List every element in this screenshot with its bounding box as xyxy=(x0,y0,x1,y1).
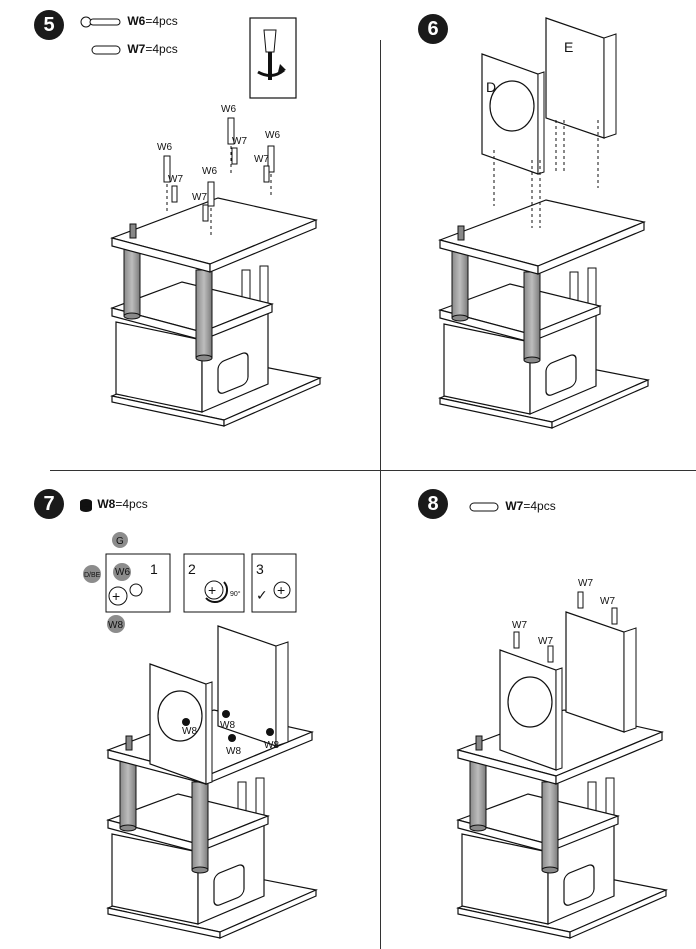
svg-text:90°: 90° xyxy=(230,590,241,598)
step-7-part-w8: W8=4pcs xyxy=(78,497,148,512)
svg-text:W8: W8 xyxy=(108,620,123,631)
svg-text:W8: W8 xyxy=(226,746,241,757)
svg-text:2: 2 xyxy=(188,561,196,577)
svg-text:+: + xyxy=(277,582,285,598)
step-5-part-w6: W6=4pcs xyxy=(80,14,178,28)
panel-d-label: D xyxy=(486,79,496,95)
step-5-number: 5 xyxy=(34,10,64,40)
svg-text:+: + xyxy=(208,582,216,598)
svg-text:W7: W7 xyxy=(578,578,593,589)
dowel-w7-icon xyxy=(469,502,499,512)
dowel-w7-icon xyxy=(91,45,121,55)
svg-text:W7: W7 xyxy=(600,596,615,607)
step-6-drawing: D E xyxy=(439,17,649,429)
svg-text:W7: W7 xyxy=(538,636,553,647)
screw-w6-icon xyxy=(80,16,121,28)
svg-text:1: 1 xyxy=(150,561,158,577)
svg-text:W6: W6 xyxy=(157,142,172,153)
screwdriver-detail xyxy=(249,17,297,99)
svg-text:W7: W7 xyxy=(192,192,207,203)
svg-text:W8: W8 xyxy=(264,740,279,751)
svg-text:3: 3 xyxy=(256,561,264,577)
svg-text:✓: ✓ xyxy=(256,587,268,603)
step-5-drawing: W6 W6 W6 W6 W7 W7 W7 W7 xyxy=(111,17,321,427)
svg-text:G: G xyxy=(116,536,124,547)
svg-text:W8: W8 xyxy=(182,726,197,737)
svg-text:W6: W6 xyxy=(115,567,130,578)
vertical-divider xyxy=(380,40,381,949)
svg-text:W7: W7 xyxy=(232,136,247,147)
step-7-number: 7 xyxy=(34,489,64,519)
cam-lock-w8-icon xyxy=(80,498,92,512)
step-8-part-w7: W7=4pcs xyxy=(468,499,556,513)
step-8-number: 8 xyxy=(418,489,448,519)
svg-text:D/BE: D/BE xyxy=(84,572,101,579)
svg-text:W8: W8 xyxy=(220,720,235,731)
svg-text:W6: W6 xyxy=(221,104,236,115)
step-8-drawing: W7 W7 W7 W7 xyxy=(457,578,667,939)
svg-text:W7: W7 xyxy=(168,174,183,185)
horizontal-divider xyxy=(50,470,696,471)
panel-e-label: E xyxy=(564,39,573,55)
svg-text:W7: W7 xyxy=(254,154,269,165)
step-7-drawing: W8 W8 W8 W8 xyxy=(107,625,317,939)
step-5-part-w7: W7=4pcs xyxy=(90,42,178,56)
svg-text:W6: W6 xyxy=(202,166,217,177)
step-7-detail: G D/BE W6 W8 + 1 2 + 90° 3 ✓ + xyxy=(83,532,297,633)
svg-text:+: + xyxy=(112,588,120,604)
svg-text:W6: W6 xyxy=(265,130,280,141)
svg-text:W7: W7 xyxy=(512,620,527,631)
step-6-number: 6 xyxy=(418,14,448,44)
